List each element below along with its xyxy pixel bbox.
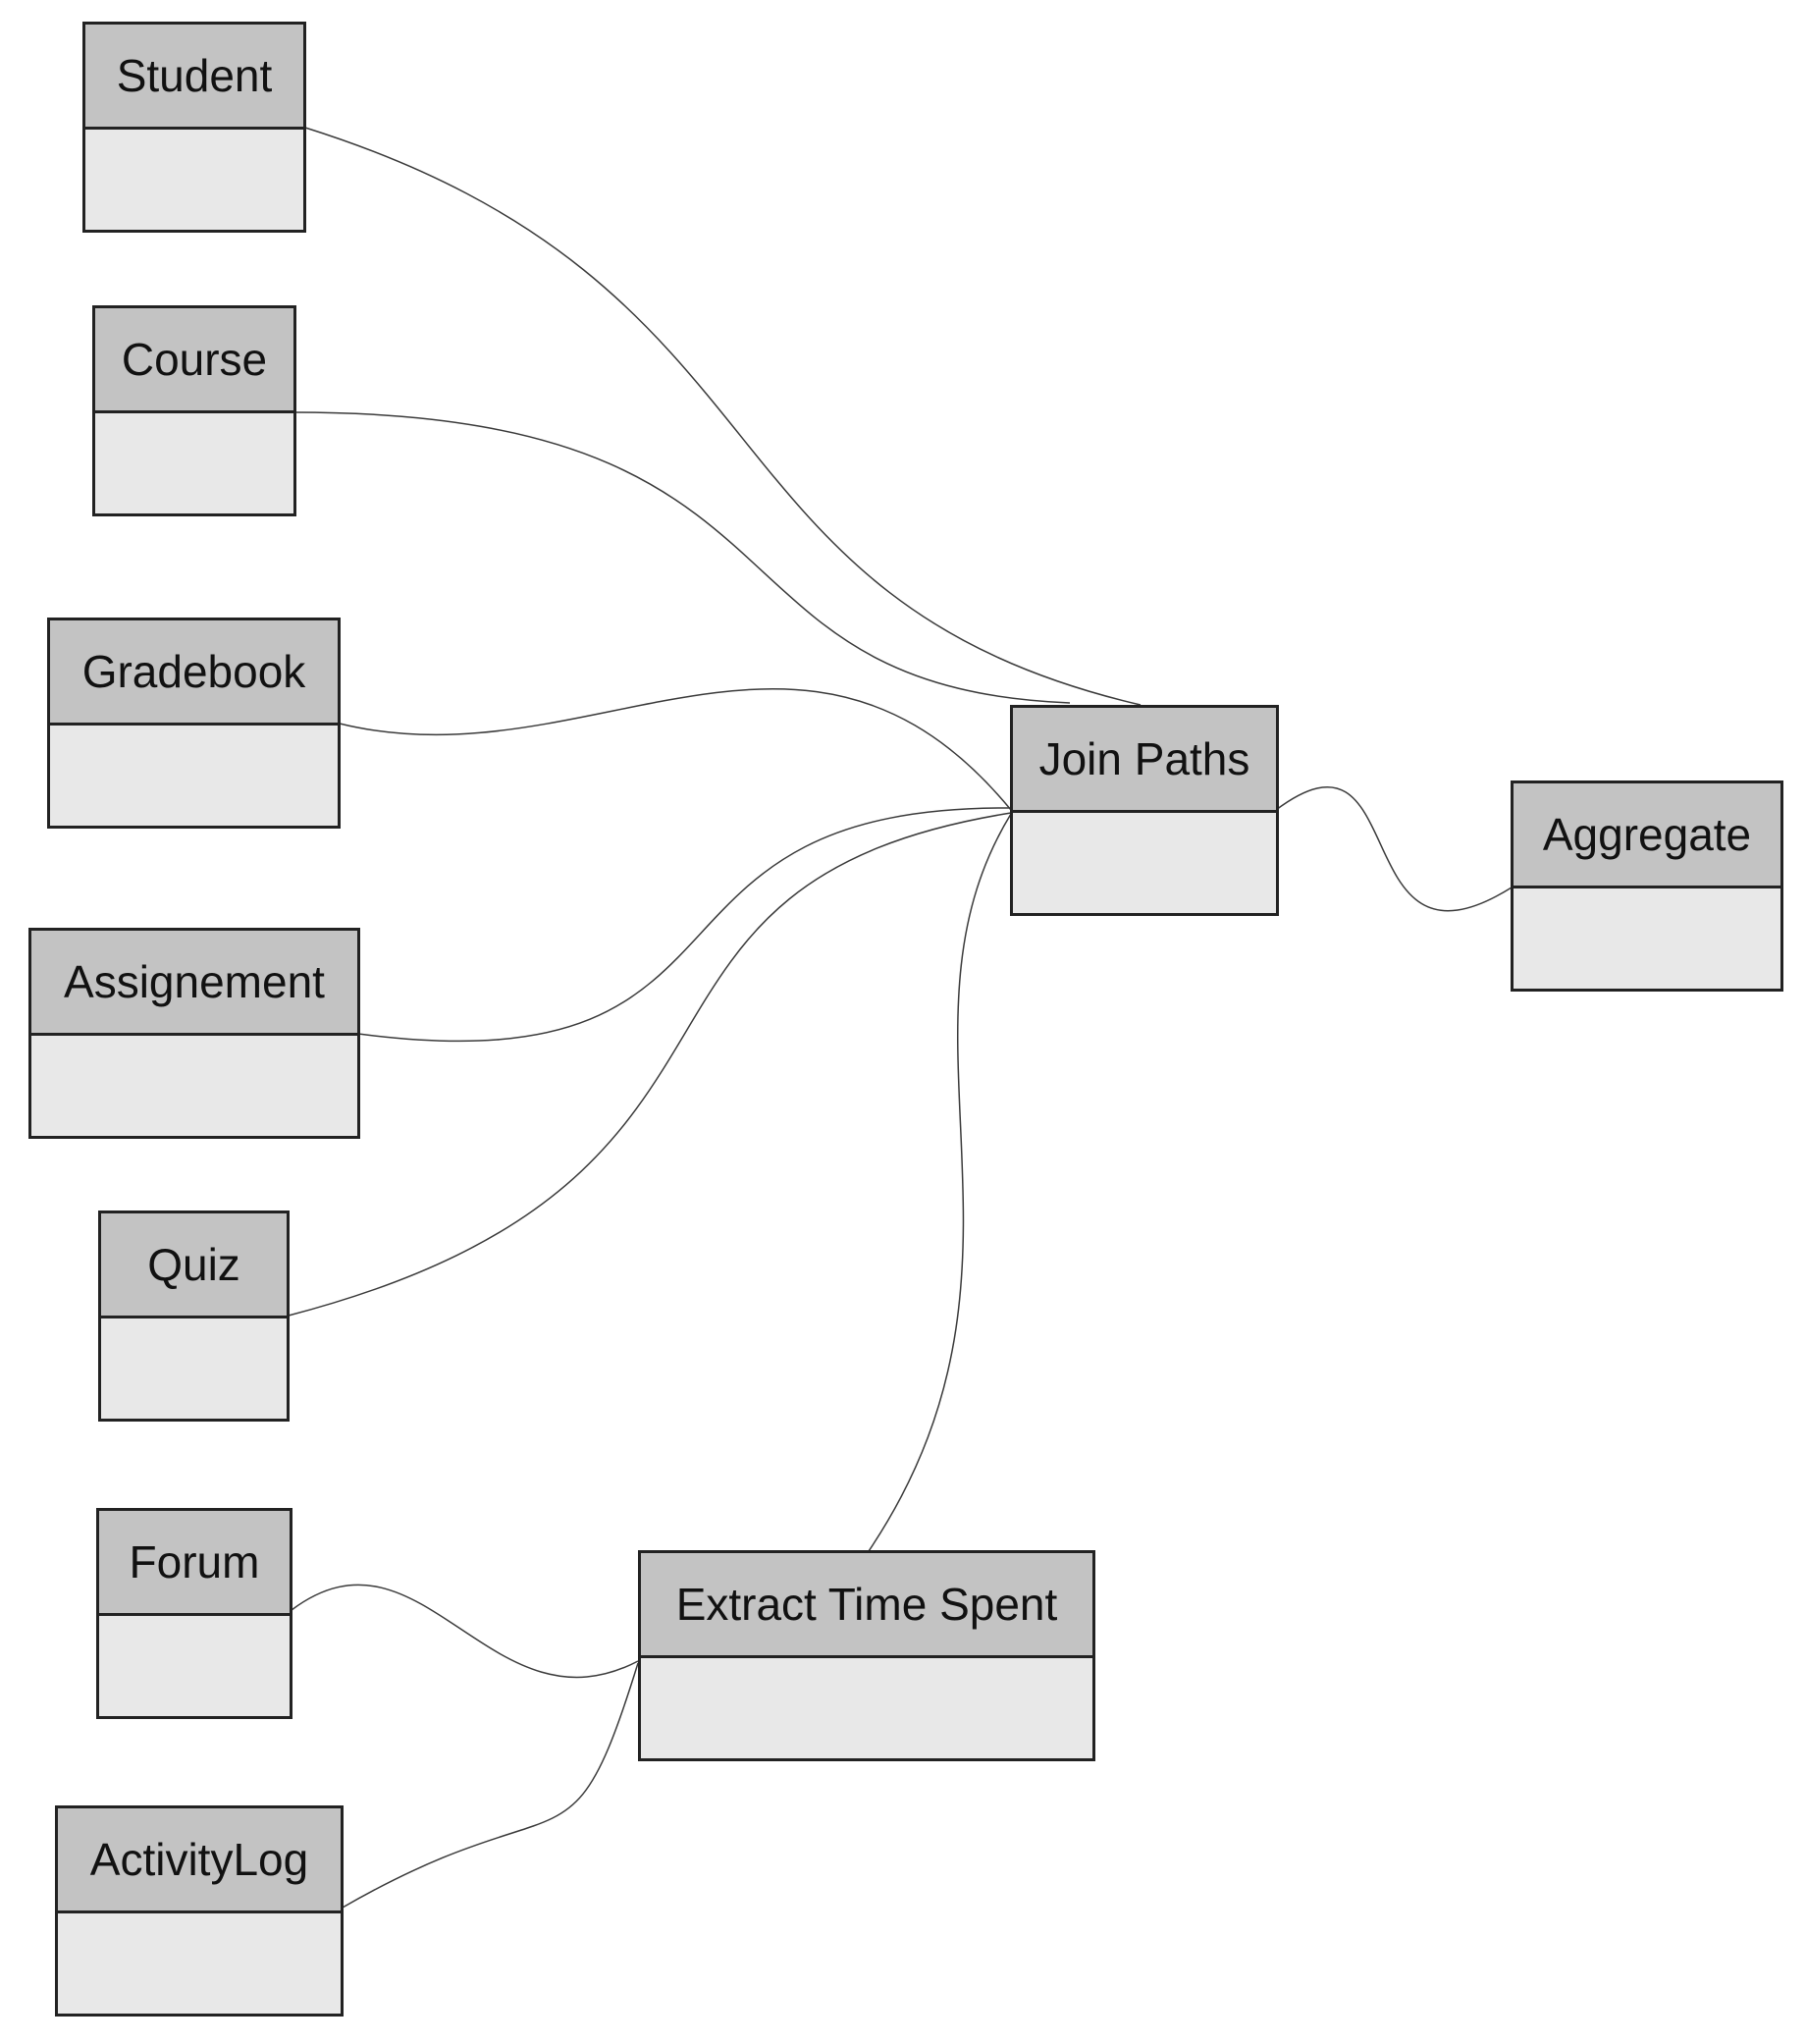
node-forum-body bbox=[99, 1616, 290, 1716]
node-gradebook-title: Gradebook bbox=[50, 620, 338, 726]
node-aggregate[interactable]: Aggregate bbox=[1511, 780, 1783, 992]
node-extract-time-spent[interactable]: Extract Time Spent bbox=[638, 1550, 1095, 1761]
edge-join-paths-aggregate bbox=[1275, 785, 1513, 912]
node-forum[interactable]: Forum bbox=[96, 1508, 292, 1719]
node-assignement-title: Assignement bbox=[31, 931, 357, 1036]
node-gradebook[interactable]: Gradebook bbox=[47, 618, 341, 829]
node-activitylog-title: ActivityLog bbox=[58, 1808, 341, 1913]
edge-assignement-join-paths bbox=[357, 807, 1012, 1043]
node-quiz-title: Quiz bbox=[101, 1213, 287, 1318]
node-join-paths-body bbox=[1013, 813, 1276, 913]
node-aggregate-body bbox=[1514, 888, 1780, 989]
node-course[interactable]: Course bbox=[92, 305, 296, 516]
edge-gradebook-join-paths bbox=[339, 688, 1012, 811]
node-activitylog[interactable]: ActivityLog bbox=[55, 1805, 344, 2017]
node-gradebook-body bbox=[50, 726, 338, 826]
node-aggregate-title: Aggregate bbox=[1514, 783, 1780, 888]
node-join-paths[interactable]: Join Paths bbox=[1010, 705, 1279, 916]
node-student-title: Student bbox=[85, 25, 303, 130]
node-assignement-body bbox=[31, 1036, 357, 1136]
node-course-body bbox=[95, 413, 293, 513]
node-assignement[interactable]: Assignement bbox=[28, 928, 360, 1139]
edge-student-join-paths bbox=[304, 127, 1142, 706]
node-extract-time-spent-body bbox=[641, 1658, 1092, 1758]
edge-extract-time-spent-join-paths bbox=[868, 813, 1012, 1552]
node-student-body bbox=[85, 130, 303, 230]
node-course-title: Course bbox=[95, 308, 293, 413]
node-activitylog-body bbox=[58, 1913, 341, 2014]
node-student[interactable]: Student bbox=[82, 22, 306, 233]
node-join-paths-title: Join Paths bbox=[1013, 708, 1276, 813]
edge-forum-extract-time-spent bbox=[291, 1584, 639, 1679]
edge-activitylog-extract-time-spent bbox=[342, 1662, 639, 1909]
node-quiz[interactable]: Quiz bbox=[98, 1210, 290, 1422]
node-quiz-body bbox=[101, 1318, 287, 1419]
edge-quiz-join-paths bbox=[288, 812, 1012, 1317]
node-extract-time-spent-title: Extract Time Spent bbox=[641, 1553, 1092, 1658]
edge-course-join-paths bbox=[293, 411, 1071, 704]
node-forum-title: Forum bbox=[99, 1511, 290, 1616]
